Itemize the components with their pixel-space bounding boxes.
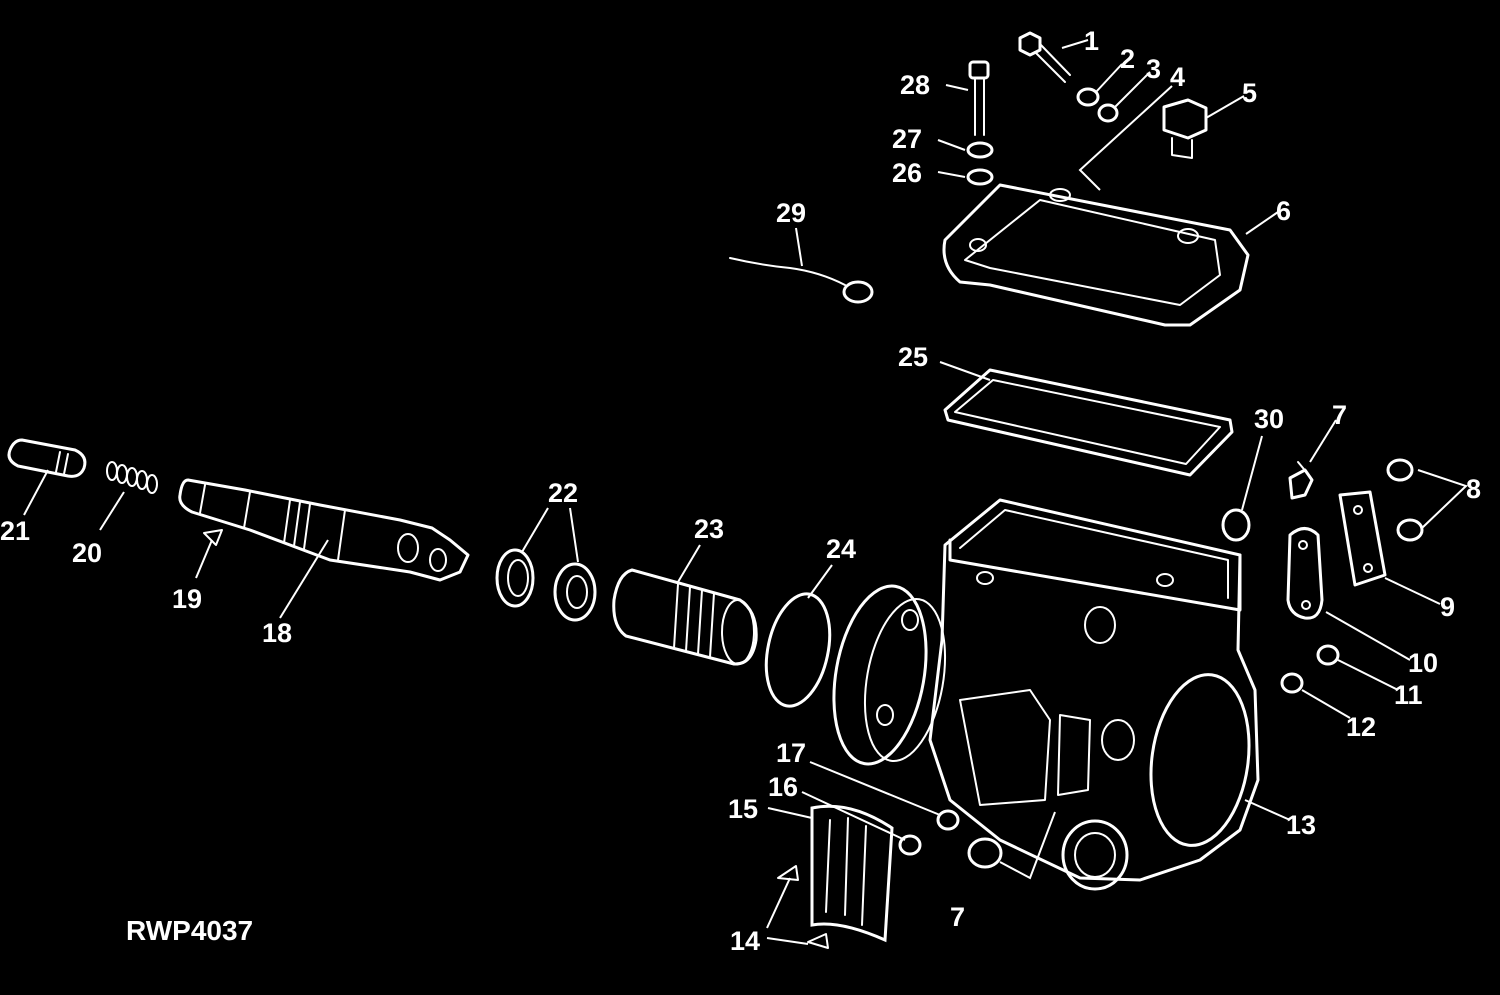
part-21-sleeve: [7, 438, 87, 478]
part-11-screw: [1316, 644, 1340, 666]
figure-id: RWP4037: [126, 915, 253, 946]
callout-3: 3: [1146, 54, 1161, 84]
callout-22: 22: [548, 478, 578, 508]
part-17-washer: [936, 809, 960, 831]
callout-4: 4: [1170, 62, 1185, 92]
callouts: 1 2 3 4 5 6 7 8 9 10 11 12 13 7 14 15 16…: [0, 26, 1481, 956]
callout-24: 24: [826, 534, 856, 564]
part-16-screw: [898, 834, 922, 856]
part-18-shaft: [178, 478, 470, 582]
part-1-screw: [1018, 31, 1071, 83]
part-22-seals: [495, 548, 597, 622]
part-19-key: [203, 529, 223, 546]
callout-19: 19: [172, 584, 202, 614]
part-20-spring: [106, 461, 158, 494]
part-25-gasket: [943, 368, 1234, 477]
callout-28: 28: [900, 70, 930, 100]
callout-12: 12: [1346, 712, 1376, 742]
part-29-seal-wire: [729, 257, 874, 304]
part-3-washer: [1097, 103, 1119, 123]
callout-14: 14: [730, 926, 760, 956]
leader-lines: [23, 39, 1468, 945]
callout-8: 8: [1466, 474, 1481, 504]
part-15-nameplate: [810, 804, 894, 943]
callout-11: 11: [1394, 680, 1423, 710]
part-6-cover: [942, 183, 1250, 327]
callout-17: 17: [776, 738, 806, 768]
callout-7-upper: 7: [1332, 400, 1347, 430]
callout-2: 2: [1120, 44, 1135, 74]
part-9-plate: [1338, 490, 1387, 587]
callout-26: 26: [892, 158, 922, 188]
callout-5: 5: [1242, 78, 1257, 108]
part-26-washer: [966, 168, 994, 186]
callout-21: 21: [0, 516, 30, 546]
callout-23: 23: [694, 514, 724, 544]
callout-30: 30: [1254, 404, 1284, 434]
part-23-sleeve: [612, 568, 758, 666]
callout-27: 27: [892, 124, 922, 154]
callout-9: 9: [1440, 592, 1455, 622]
part-14-rivet-upper: [777, 865, 799, 881]
part-13-housing: [832, 498, 1260, 891]
callout-18: 18: [262, 618, 292, 648]
part-24-o-ring: [764, 592, 832, 708]
callout-1: 1: [1084, 26, 1099, 56]
part-30-plug: [1221, 508, 1251, 542]
callout-16: 16: [768, 772, 798, 802]
part-7-fitting-upper: [1288, 461, 1314, 500]
part-27-washer: [966, 141, 994, 159]
part-7-plug-lower: [967, 837, 1003, 869]
part-10-gasket: [1286, 527, 1324, 620]
part-2-washer: [1076, 87, 1100, 107]
part-28-bolt: [968, 60, 990, 136]
callout-10: 10: [1408, 648, 1438, 678]
part-5-fitting: [1162, 98, 1208, 159]
callout-29: 29: [776, 198, 806, 228]
callout-15: 15: [728, 794, 758, 824]
callout-7-lower: 7: [950, 902, 965, 932]
part-8-screws: [1386, 458, 1424, 542]
part-12-washer: [1280, 672, 1304, 694]
callout-25: 25: [898, 342, 928, 372]
callout-6: 6: [1276, 196, 1291, 226]
part-14-rivet-lower: [807, 933, 829, 949]
callout-13: 13: [1286, 810, 1316, 840]
callout-20: 20: [72, 538, 102, 568]
